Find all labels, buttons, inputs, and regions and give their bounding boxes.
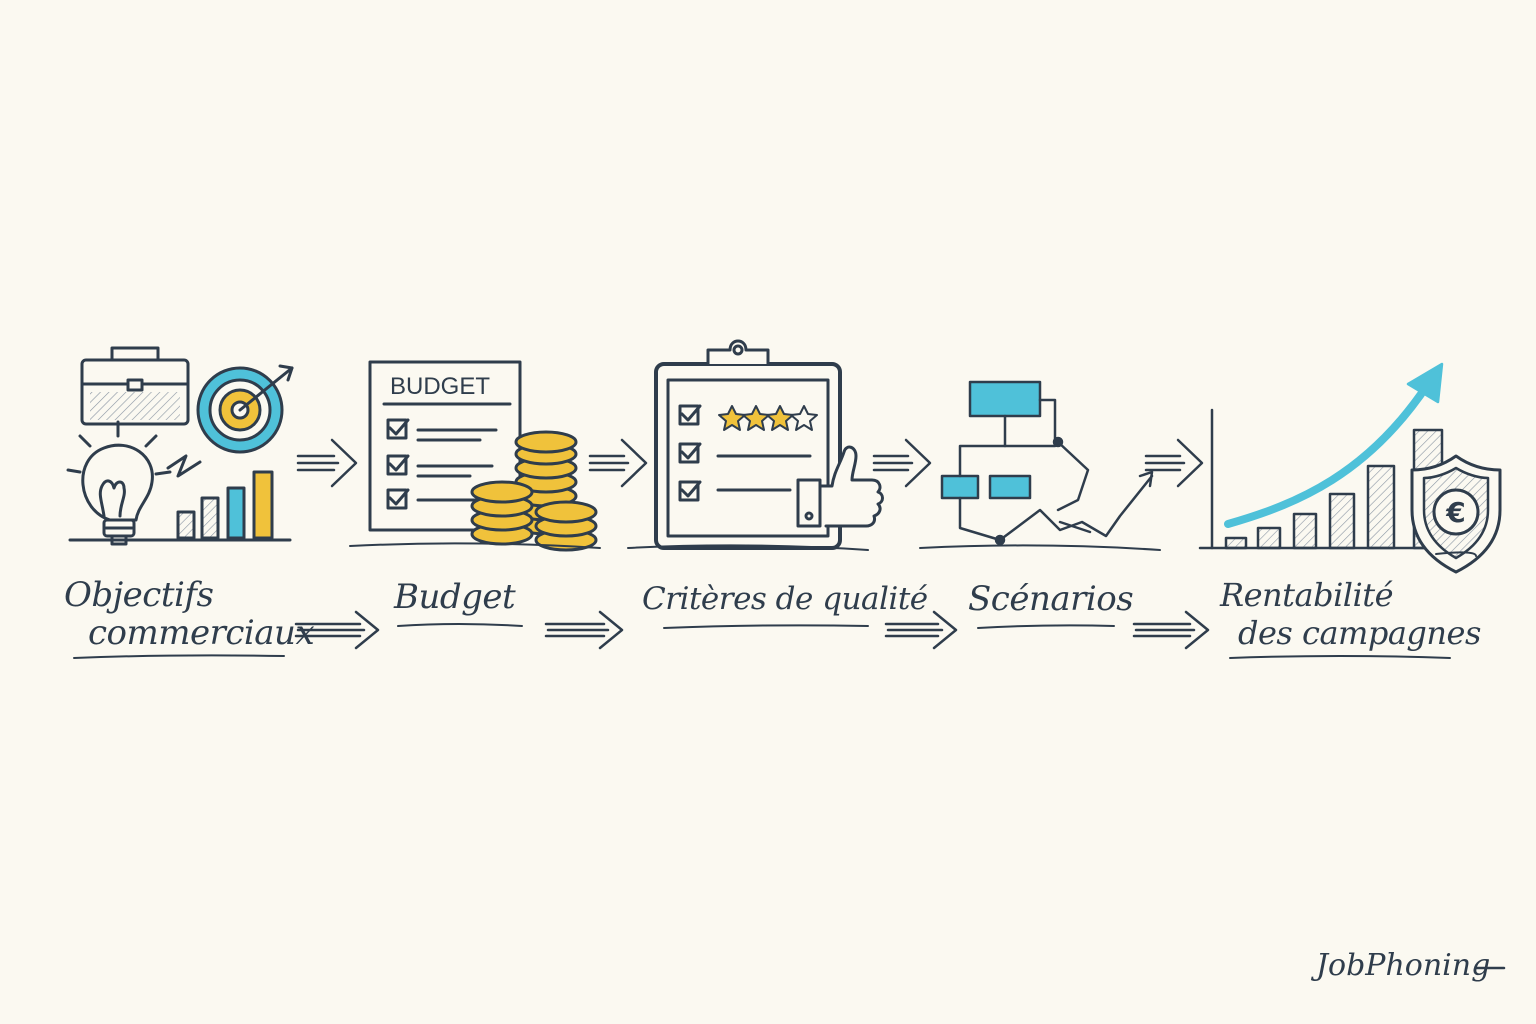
budget-coins-icon	[349, 360, 601, 552]
growth-chart-shield-icon	[1198, 362, 1502, 574]
step-label-budget: Budget	[394, 577, 516, 617]
label-line: Scénarios	[968, 579, 1134, 619]
coin-stack-icon	[470, 430, 598, 552]
step-label-objectifs: Objectifs commerciaux	[64, 575, 315, 653]
arrow-right-icon	[544, 610, 624, 650]
label-line: Budget	[394, 577, 516, 617]
bar-chart-icon	[68, 470, 292, 542]
briefcase-target-bulb-icon	[66, 346, 294, 546]
step-label-criteres: Critères de qualité	[642, 580, 928, 618]
checkbox-icon	[678, 404, 812, 502]
budget-doc-title: BUDGET	[390, 373, 490, 400]
checkbox-icon	[386, 418, 498, 510]
arrow-right-icon	[1132, 610, 1210, 650]
label-line: commerciaux	[88, 613, 315, 653]
brand-logo: JobPhoning	[1316, 948, 1491, 983]
arrow-right-icon	[296, 438, 358, 488]
clipboard-checklist-icon	[627, 339, 884, 551]
step-label-scenarios: Scénarios	[968, 579, 1134, 619]
arrow-right-icon	[884, 610, 958, 650]
label-line: Critères de qualité	[642, 581, 928, 617]
label-underlines	[73, 623, 1506, 970]
label-line: Objectifs	[64, 575, 214, 615]
arrow-right-icon	[872, 438, 932, 488]
step-label-rentabilite: Rentabilité des campagnes	[1220, 576, 1481, 652]
lightbulb-icon	[66, 420, 172, 546]
arrow-right-icon	[294, 610, 380, 650]
flow-arrows-lower	[294, 610, 1210, 650]
euro-symbol: €	[1445, 496, 1465, 529]
label-line: Rentabilité	[1220, 576, 1394, 614]
star-rating-icon	[718, 405, 818, 431]
target-icon	[166, 364, 294, 478]
arrow-right-icon	[1144, 438, 1204, 488]
flowchart-icon	[919, 380, 1161, 551]
flow-arrows-upper	[296, 438, 1204, 488]
briefcase-icon	[80, 346, 190, 426]
thumbs-up-icon	[796, 445, 884, 528]
label-line: des campagnes	[1238, 614, 1481, 652]
shield-icon	[1410, 454, 1502, 574]
arrow-right-icon	[588, 438, 648, 488]
